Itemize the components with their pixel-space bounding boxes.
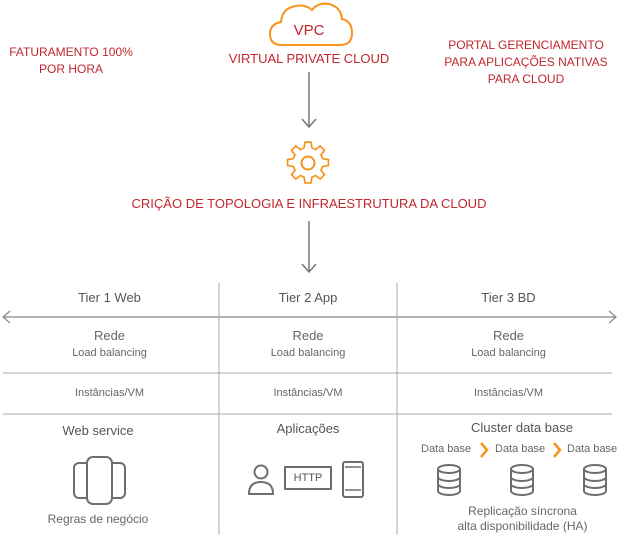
database-label: Data base [495,443,546,455]
tier-2-network: Rede [292,328,324,343]
vpc-badge-label: VPC [293,22,325,39]
tier-1-load-balancing: Load balancing [72,347,147,359]
database-icon [510,464,534,496]
tier-1-network: Rede [93,328,126,343]
tiers-double-arrow [2,310,617,324]
billing-note-line: FATURAMENTO 100% [9,45,133,59]
tier-3-caption: Replicação síncrona alta disponibilidade… [410,504,620,534]
billing-note-line: POR HORA [38,62,103,76]
http-box [284,466,332,490]
tier-3-title: Tier 3 BD [481,290,536,305]
arrow-down-1 [301,72,317,129]
vpc-title: VIRTUAL PRIVATE CLOUD [228,51,390,66]
topology-title: CRIÇÃO DE TOPOLOGIA E INFRAESTRUTURA DA … [131,196,487,211]
gear-icon [286,141,330,184]
tier-3-caption-line: Replicação síncrona [468,504,577,518]
database-icon [437,464,461,496]
tier-3-section-title: Cluster data base [471,420,573,435]
tier-2-load-balancing: Load balancing [270,347,346,359]
tier-3-caption-line: alta disponibilidade (HA) [457,519,588,533]
billing-note: FATURAMENTO 100% POR HORA [0,44,142,78]
tier-3-instances: Instâncias/VM [473,387,544,399]
tier-3-network: Rede [492,328,525,343]
tier-2-instances: Instâncias/VM [273,387,343,399]
management-portal-line: PARA APLICAÇÕES NATIVAS [444,55,608,69]
tier-1-instances: Instâncias/VM [74,387,145,399]
management-portal-note: PORTAL GERENCIAMENTO PARA APLICAÇÕES NAT… [420,37,620,88]
tier-3-load-balancing: Load balancing [471,347,546,359]
tier-2-title: Tier 2 App [278,290,338,305]
tier-2-section-title: Aplicações [276,421,340,436]
database-icon [583,464,607,496]
database-label: Data base [567,443,618,455]
tier-1-title: Tier 1 Web [78,290,141,305]
chevron-right-icon [480,442,489,458]
chevron-right-icon [553,442,562,458]
smartphone-icon [342,461,364,498]
user-icon [247,464,275,495]
server-stack-icon [73,456,126,505]
http-label: HTTP [293,472,323,484]
management-portal-line: PARA CLOUD [487,72,565,86]
tier-1-caption: Regras de negócio [47,512,149,526]
tier-1-section-title: Web service [62,423,134,438]
arrow-down-2 [301,221,317,274]
cloud-icon [268,2,354,46]
database-label: Data base [421,443,472,455]
management-portal-line: PORTAL GERENCIAMENTO [448,38,604,52]
